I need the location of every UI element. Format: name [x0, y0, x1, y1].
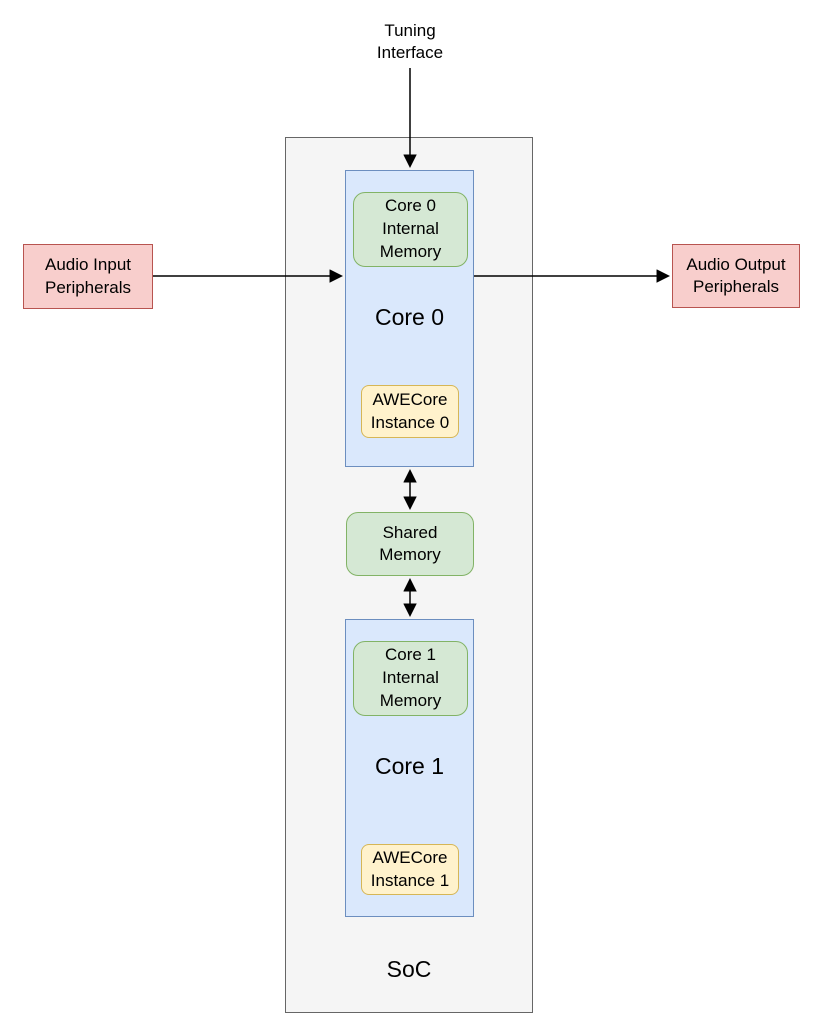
core1-internal-memory-box: Core 1 Internal Memory [353, 641, 468, 716]
core1-box: Core 1 Internal Memory Core 1 AWECore In… [345, 619, 474, 917]
audio-output-peripherals-box: Audio Output Peripherals [672, 244, 800, 308]
awecore-instance-0-box: AWECore Instance 0 [361, 385, 459, 438]
shared-memory-box: Shared Memory [346, 512, 474, 576]
core0-box: Core 0 Internal Memory Core 0 AWECore In… [345, 170, 474, 467]
audio-input-peripherals-box: Audio Input Peripherals [23, 244, 153, 309]
awecore-instance-1-box: AWECore Instance 1 [361, 844, 459, 895]
soc-label: SoC [386, 956, 432, 982]
core1-label: Core 1 [374, 753, 445, 779]
core0-internal-memory-box: Core 0 Internal Memory [353, 192, 468, 267]
core0-label: Core 0 [374, 304, 445, 330]
tuning-interface-label: Tuning Interface [376, 21, 444, 63]
